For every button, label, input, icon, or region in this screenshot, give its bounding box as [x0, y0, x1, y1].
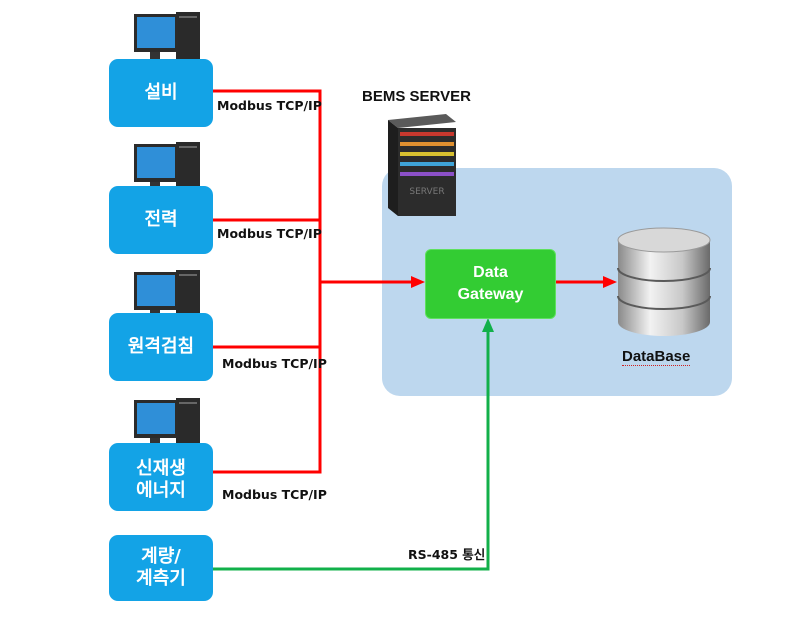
device-remote-metering: 원격검침 [109, 313, 213, 381]
link-meter [213, 330, 490, 571]
protocol-label: Modbus TCP/IP [217, 226, 322, 241]
device-label: 원격검침 [127, 335, 195, 357]
protocol-label: Modbus TCP/IP [222, 356, 327, 371]
device-label: 전력 [144, 208, 178, 230]
database-icon [617, 227, 711, 336]
protocol-label-rs485: RS-485 통신 [408, 547, 486, 562]
gateway-label-line2: Gateway [457, 286, 524, 303]
protocol-label: Modbus TCP/IP [222, 487, 327, 502]
server-title: BEMS SERVER [362, 88, 471, 105]
arrow-to-gateway [411, 276, 425, 288]
data-gateway: Data Gateway [425, 249, 556, 319]
arrow-to-database [603, 276, 617, 288]
device-label-line1: 계량/ [141, 545, 181, 567]
device-label-line2: 에너지 [136, 480, 186, 501]
device-equipment: 설비 [109, 59, 213, 127]
device-label-line1: 신재생 [136, 457, 186, 479]
link-equipment [213, 89, 322, 282]
arrow-meter-to-gateway [482, 318, 494, 332]
device-label: 설비 [144, 81, 178, 103]
device-power: 전력 [109, 186, 213, 254]
link-remote-metering [213, 282, 322, 349]
server-rack-text: SERVER [409, 187, 444, 197]
database-label: DataBase [622, 348, 691, 366]
gateway-label-line1: Data [473, 264, 508, 282]
device-renewable-energy: 신재생 에너지 [109, 443, 213, 511]
device-label-line2: 계측기 [136, 568, 186, 589]
server-rack-icon: SERVER [388, 114, 456, 216]
protocol-label: Modbus TCP/IP [217, 98, 322, 113]
device-meter: 계량/ 계측기 [109, 535, 213, 601]
link-renewable [213, 347, 322, 474]
